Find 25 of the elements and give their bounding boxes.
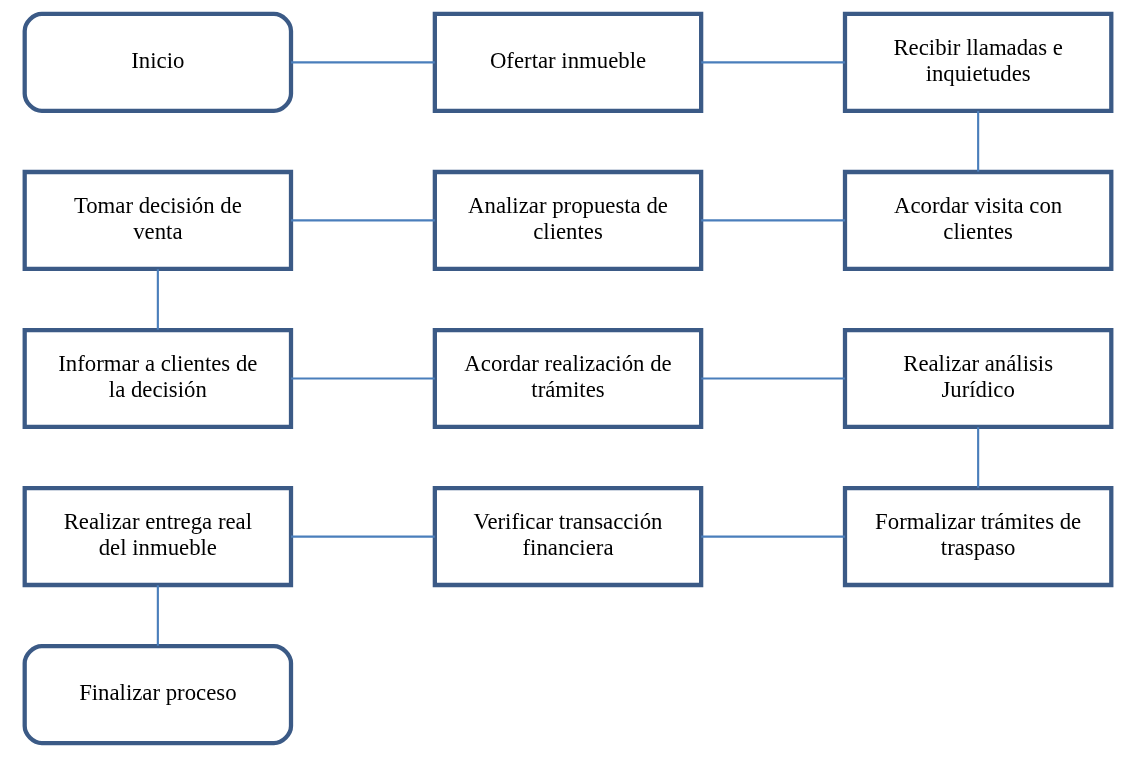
- connector: [291, 535, 435, 538]
- connector: [977, 427, 980, 488]
- node-box: Recibir llamadas e inquietudes: [842, 11, 1114, 113]
- connector: [291, 219, 435, 222]
- connector: [156, 269, 159, 330]
- node-box: Realizar análisis Jurídico: [842, 327, 1114, 430]
- connector: [701, 61, 845, 64]
- node-box: Acordar visita con clientes: [842, 169, 1114, 271]
- node-box: Finalizar proceso: [22, 644, 294, 746]
- node-box: Ofertar inmueble: [432, 11, 704, 113]
- node-box: Acordar realización de trámites: [432, 327, 704, 430]
- connector: [291, 61, 435, 64]
- connector: [291, 377, 435, 380]
- connector: [156, 585, 159, 646]
- node-box: Analizar propuesta de clientes: [432, 169, 704, 271]
- connector: [977, 111, 980, 172]
- connector: [701, 377, 845, 380]
- node-box: Tomar decisión de venta: [22, 169, 294, 271]
- node-box: Realizar entrega real del inmueble: [22, 486, 294, 588]
- node-box: Formalizar trámites de traspaso: [842, 486, 1114, 588]
- node-box: Informar a clientes de la decisión: [22, 327, 294, 430]
- node-box: Verificar transacción financiera: [432, 486, 704, 588]
- connector: [701, 219, 845, 222]
- node-box: Inicio: [22, 11, 294, 113]
- connector: [701, 535, 845, 538]
